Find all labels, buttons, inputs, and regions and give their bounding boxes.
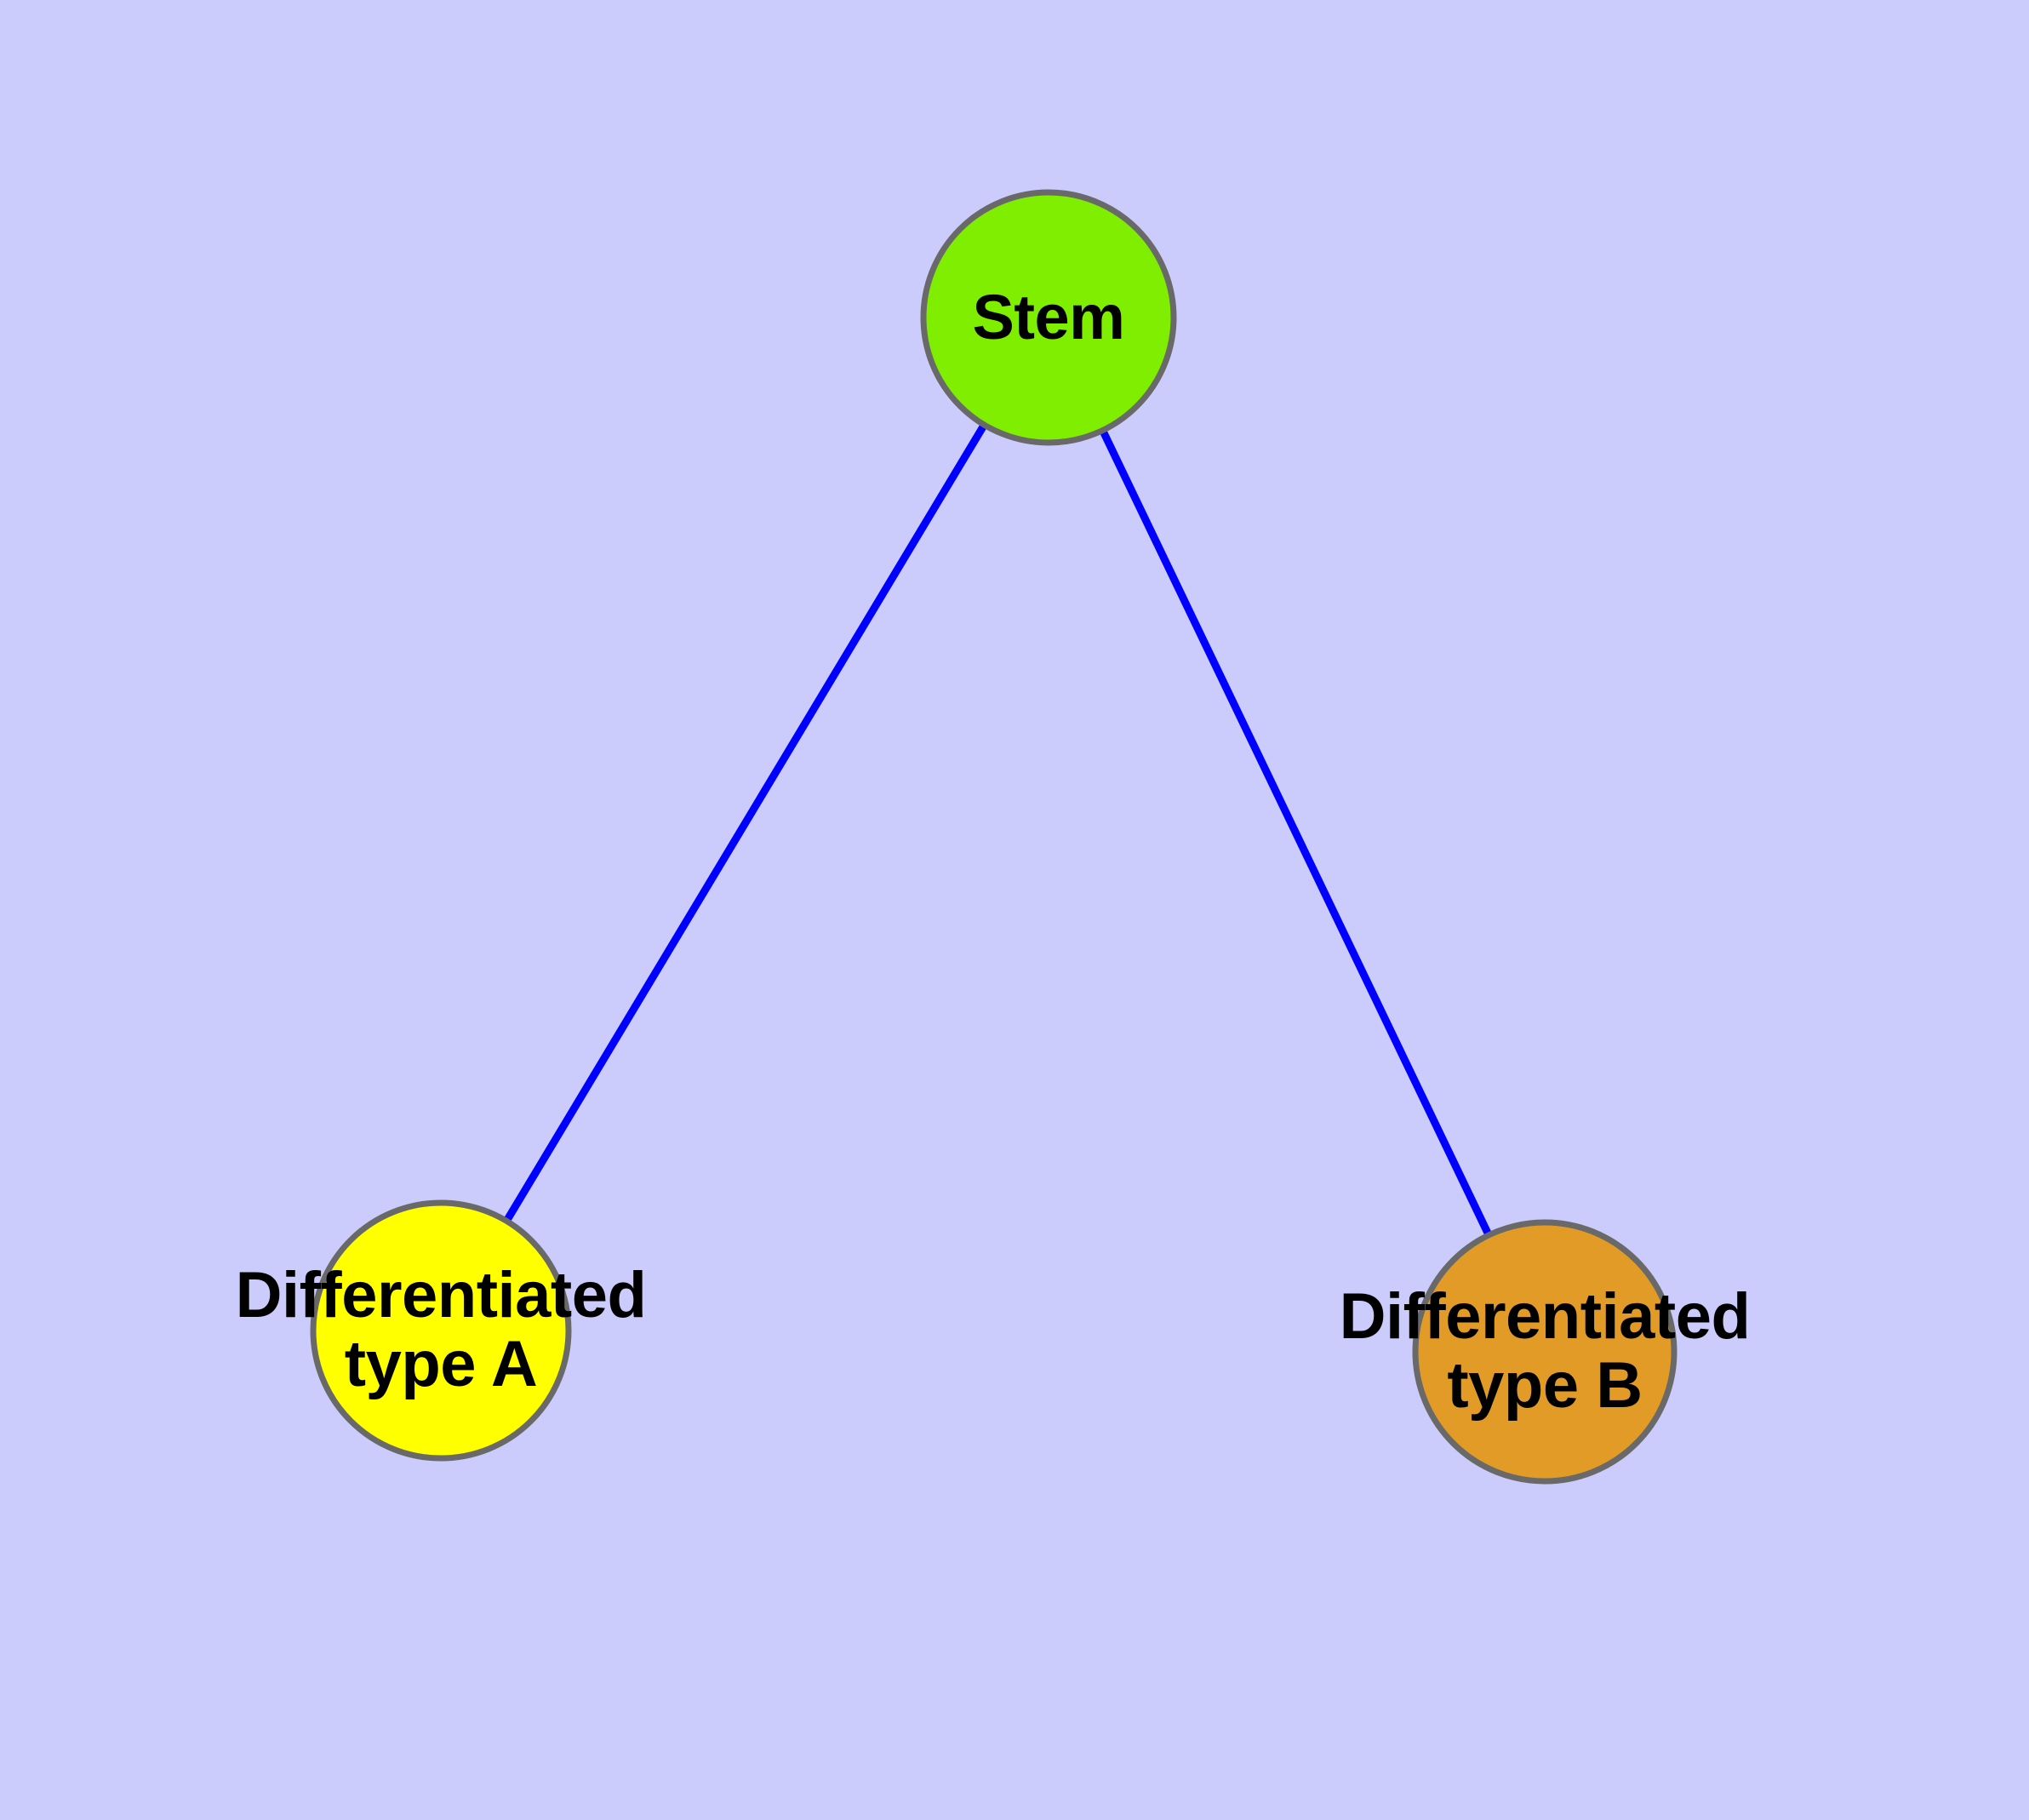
edge-stem-to-differentiated-type-a xyxy=(502,421,989,1225)
edge-layer xyxy=(502,421,1494,1239)
edge-stem-to-differentiated-type-b xyxy=(1098,426,1494,1239)
node-circle-differentiated-type-b[interactable] xyxy=(1412,1219,1677,1485)
node-circle-stem[interactable] xyxy=(920,189,1177,446)
node-layer xyxy=(310,189,1677,1485)
node-circle-differentiated-type-a[interactable] xyxy=(310,1199,572,1462)
